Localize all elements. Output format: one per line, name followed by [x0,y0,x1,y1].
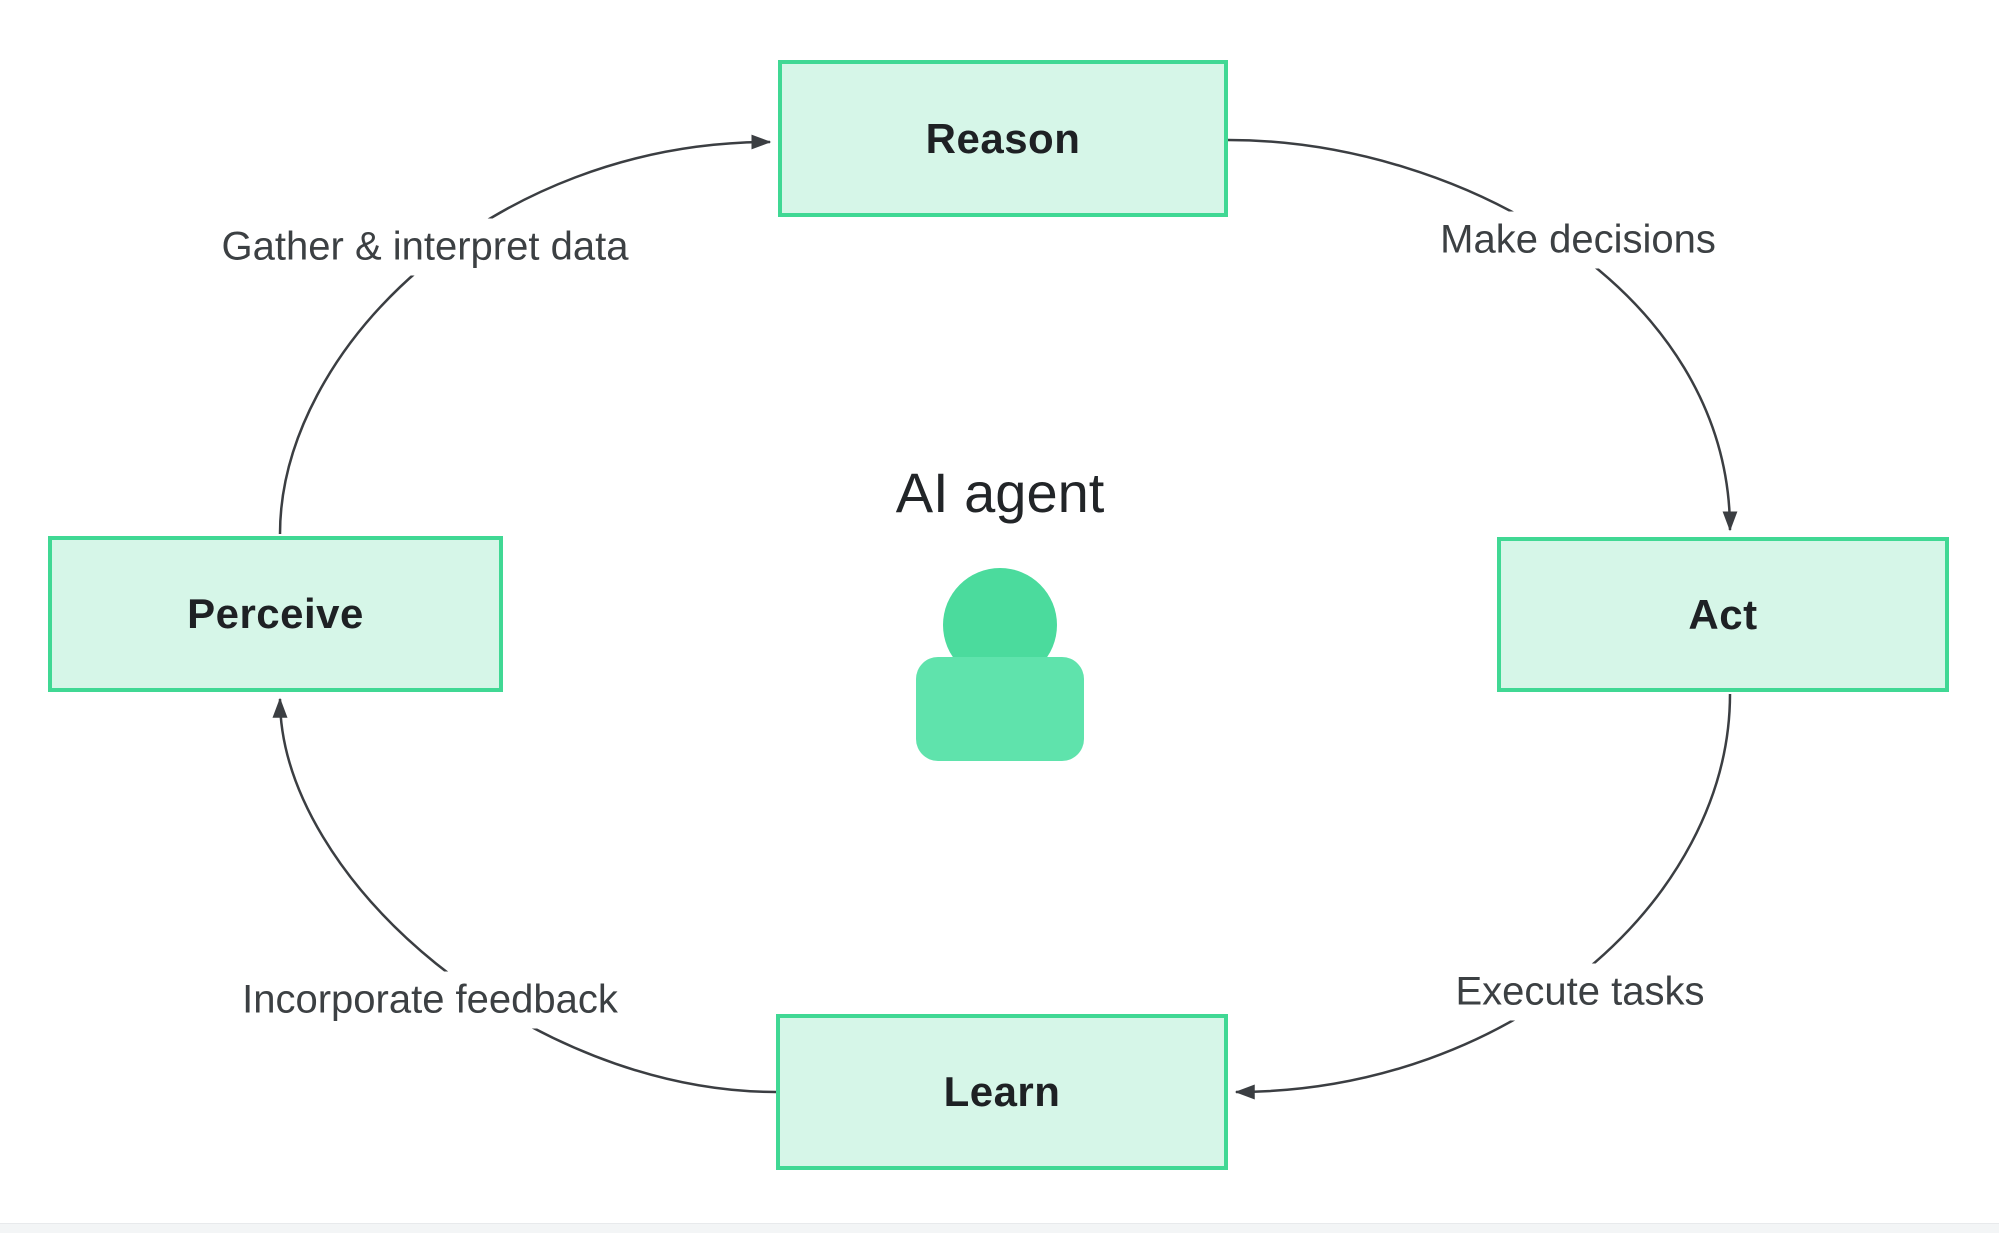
node-reason-label: Reason [925,114,1081,162]
edge-label-incorporate-feedback: Incorporate feedback [230,971,630,1029]
edge-label-execute-tasks: Execute tasks [1443,963,1717,1021]
ai-agent-title: AI agent [895,461,1105,524]
person-body-shape [916,657,1084,761]
node-learn-label: Learn [943,1068,1061,1115]
node-perceive: Perceive [48,536,503,692]
edge-label-gather-interpret-data: Gather & interpret data [209,218,641,276]
edge-act-to-learn [1234,693,1732,1100]
edge-label-make-decisions: Make decisions [1428,211,1728,269]
node-act-label: Act [1688,590,1758,638]
edge-perceive-to-reason [278,134,772,535]
edge-learn-to-perceive [272,697,777,1094]
node-learn: Learn [776,1014,1228,1170]
node-act: Act [1497,537,1949,692]
node-reason: Reason [778,60,1228,217]
node-perceive-label: Perceive [187,590,364,637]
edge-reason-to-act [1227,138,1738,532]
bottom-edge-strip [0,1223,1999,1233]
